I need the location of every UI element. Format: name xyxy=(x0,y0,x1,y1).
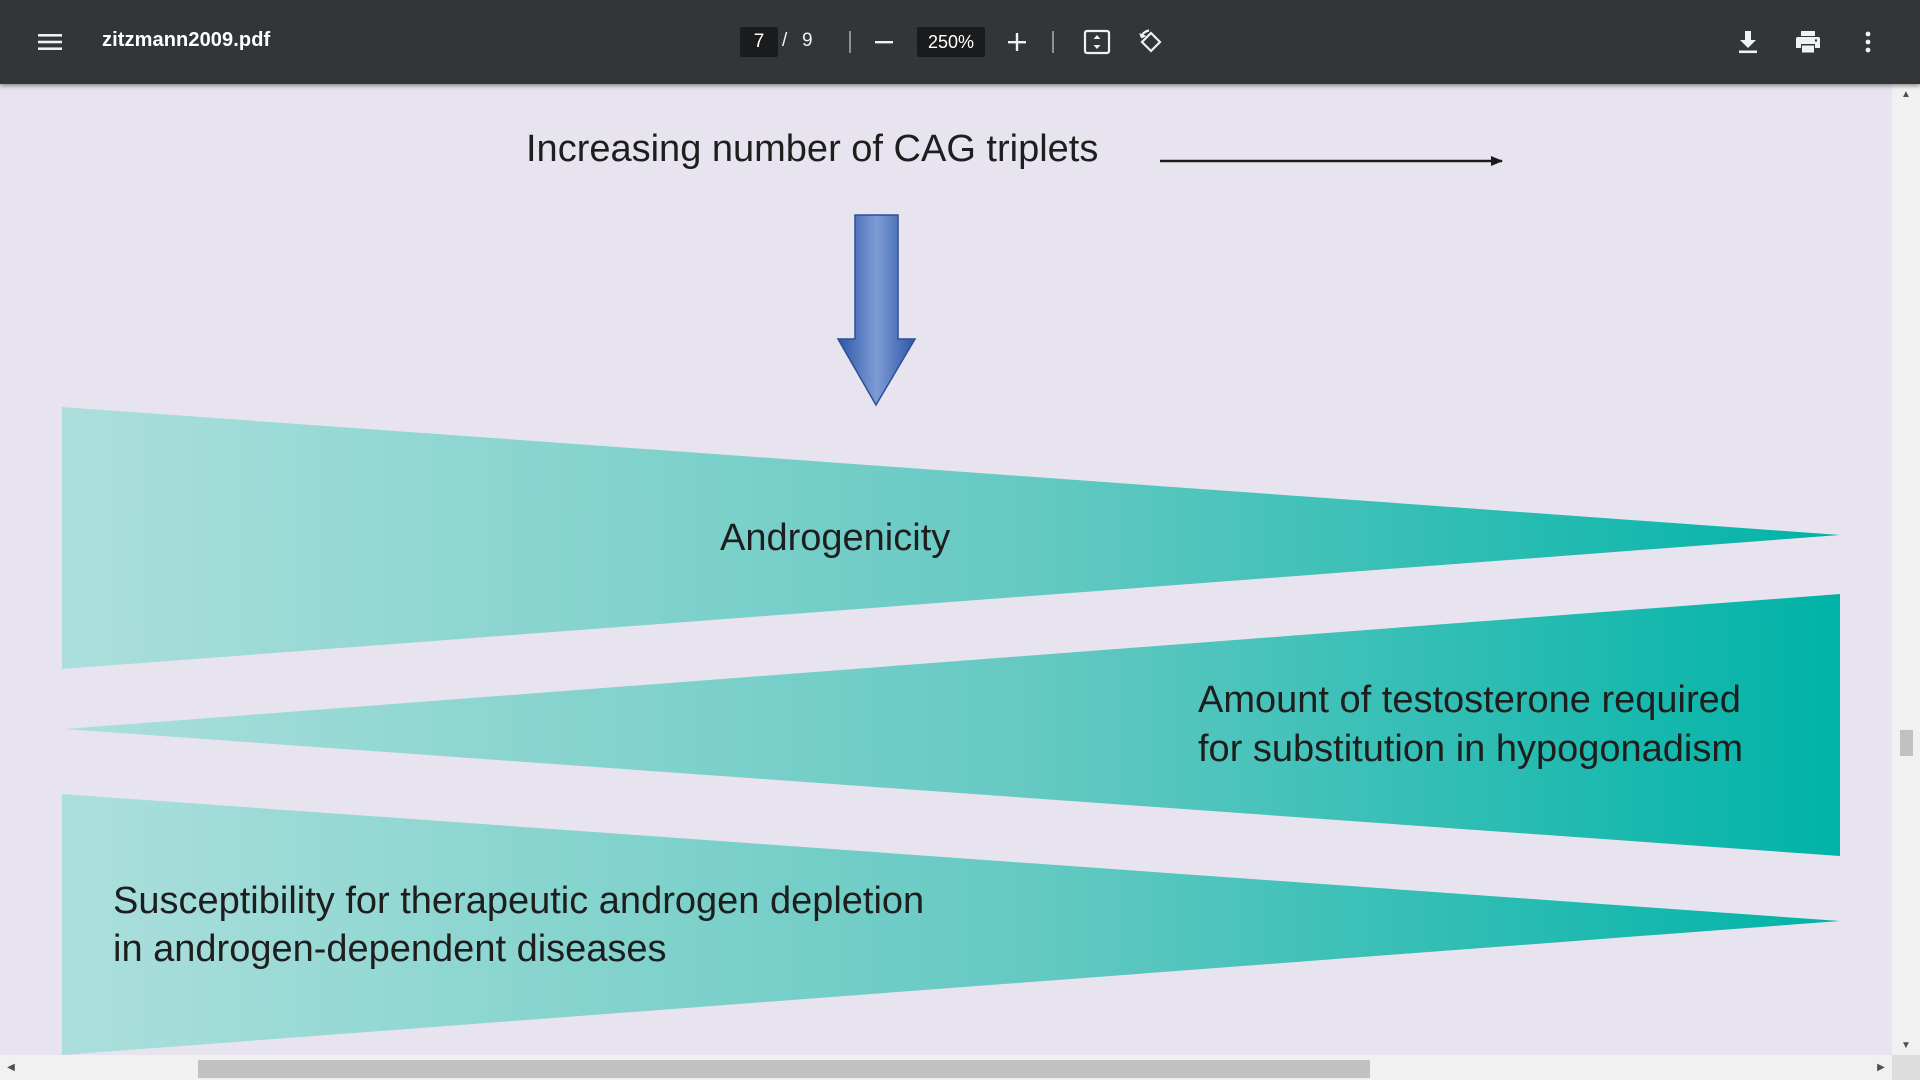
zoom-level-field[interactable]: 250% xyxy=(917,27,985,57)
fit-to-page-button[interactable] xyxy=(1073,18,1121,66)
cag-triplets-figure: Increasing number of CAG triplets Androg… xyxy=(62,128,1840,1055)
scroll-up-arrow-icon[interactable]: ▲ xyxy=(1901,88,1911,100)
down-arrow-icon xyxy=(836,214,917,407)
scroll-down-arrow-icon[interactable]: ▼ xyxy=(1901,1039,1911,1051)
vertical-scroll-thumb[interactable] xyxy=(1900,730,1913,756)
plus-icon xyxy=(1008,33,1026,51)
zoom-out-button[interactable] xyxy=(860,18,908,66)
page-total: 9 xyxy=(802,30,813,51)
menu-button[interactable] xyxy=(26,18,74,66)
susceptibility-label-line2: in androgen-dependent diseases xyxy=(113,928,667,970)
androgenicity-label: Androgenicity xyxy=(720,517,950,559)
more-vert-icon xyxy=(1865,31,1871,53)
scroll-right-arrow-icon[interactable]: ▶ xyxy=(1877,1062,1885,1073)
horizontal-scroll-thumb[interactable] xyxy=(198,1060,1370,1078)
testosterone-label-line2: for substitution in hypogonadism xyxy=(1198,728,1743,770)
toolbar-divider xyxy=(1052,31,1054,53)
pdf-page: Increasing number of CAG triplets Androg… xyxy=(0,84,1892,1055)
rotate-counterclockwise-icon xyxy=(1139,29,1162,53)
rotate-button[interactable] xyxy=(1127,18,1175,66)
zoom-in-button[interactable] xyxy=(993,18,1041,66)
scrollbar-corner xyxy=(1892,1055,1920,1080)
minus-icon xyxy=(875,41,893,44)
susceptibility-label-line1: Susceptibility for therapeutic androgen … xyxy=(113,880,924,922)
download-button[interactable] xyxy=(1724,18,1772,66)
testosterone-label-line1: Amount of testosterone required xyxy=(1198,679,1741,721)
print-button[interactable] xyxy=(1784,18,1832,66)
scroll-left-arrow-icon[interactable]: ◀ xyxy=(7,1062,15,1073)
susceptibility-wedge xyxy=(62,794,1840,1055)
vertical-scrollbar[interactable]: ▲ ▼ xyxy=(1892,84,1920,1055)
document-viewport[interactable]: Increasing number of CAG triplets Androg… xyxy=(0,84,1920,1080)
testosterone-wedge xyxy=(64,594,1840,856)
more-options-button[interactable] xyxy=(1844,18,1892,66)
toolbar-divider xyxy=(849,31,851,53)
fit-to-page-icon xyxy=(1083,29,1111,55)
androgenicity-wedge xyxy=(62,407,1840,669)
menu-icon xyxy=(38,34,62,50)
page-number-input[interactable]: 7 xyxy=(740,27,778,57)
document-title: zitzmann2009.pdf xyxy=(102,29,271,51)
figure-header-text: Increasing number of CAG triplets xyxy=(526,128,1098,170)
page-separator: / xyxy=(782,30,788,51)
download-icon xyxy=(1739,31,1757,54)
horizontal-scrollbar[interactable]: ◀ ▶ xyxy=(0,1055,1892,1080)
print-icon xyxy=(1796,31,1820,53)
viewer-toolbar: zitzmann2009.pdf 7 / 9 250% xyxy=(0,0,1920,84)
